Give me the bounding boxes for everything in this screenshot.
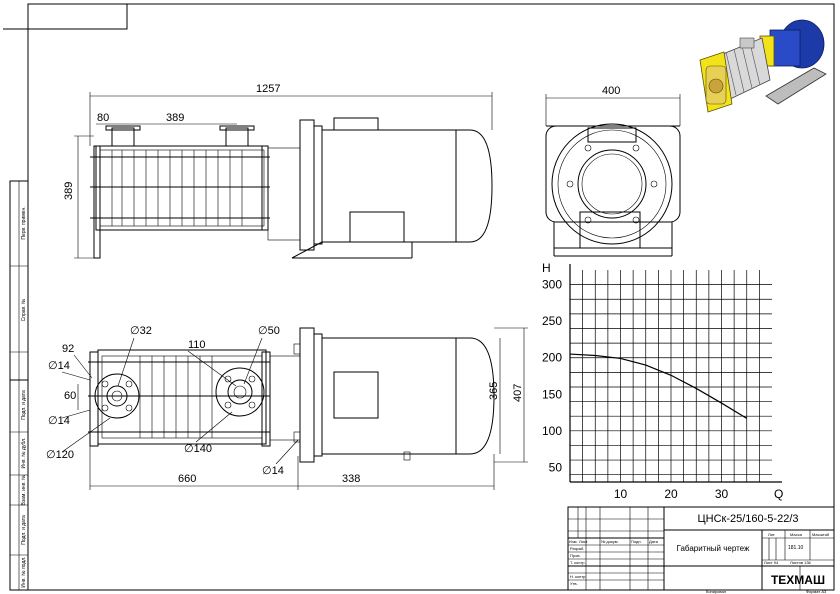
dim-660: 660 xyxy=(178,473,196,485)
dim-1257: 1257 xyxy=(256,83,280,95)
chart-x-tick-label: 10 xyxy=(614,487,628,501)
margin-label-0: Перв. примен. xyxy=(21,206,27,239)
chart-y-tick-label: 200 xyxy=(542,351,562,365)
margin-label-5: Подп. и дата xyxy=(21,515,27,545)
front-view xyxy=(90,117,493,259)
top-left-stamp xyxy=(27,3,128,30)
tb-sheet: Лист 94 xyxy=(764,560,779,565)
tb-col-docnum: № докум. xyxy=(601,539,619,544)
dim-389-top: 389 xyxy=(166,112,184,124)
margin-label-4: Взам. инв. № xyxy=(21,475,27,506)
tb-col-izm: Изм. xyxy=(569,539,578,544)
chart-series-line xyxy=(569,353,748,419)
side-dimensions: 400 xyxy=(545,85,681,126)
plan-view xyxy=(88,327,495,463)
front-dimensions: 1257 80 389 389 xyxy=(63,83,493,259)
dim-389-left: 389 xyxy=(63,182,75,200)
tb-scale-label: Масштаб xyxy=(812,532,830,537)
tb-role-0: Разраб. xyxy=(570,546,584,551)
tb-role-1: Пров. xyxy=(570,553,581,558)
dim-60: 60 xyxy=(64,390,76,402)
dim-d140: ∅140 xyxy=(184,443,212,455)
dim-110: 110 xyxy=(188,339,206,351)
performance-chart: 50 100 150 200 250 300 10 20 30 H Q xyxy=(542,261,783,501)
designation: ЦНСк-25/160-5-22/3 xyxy=(698,513,799,525)
title-block: ЦНСк-25/160-5-22/3 Габаритный чертеж ТЕХ… xyxy=(567,506,835,594)
dim-d14-a: ∅14 xyxy=(48,360,70,372)
tb-role-5: Утв. xyxy=(570,581,578,586)
margin-label-3: Инв. № дубл. xyxy=(21,438,27,469)
chart-x-tick-label: 30 xyxy=(715,487,729,501)
tb-col-date: Дата xyxy=(649,539,659,544)
dim-80: 80 xyxy=(97,112,109,124)
plan-dimensions: 92 ∅14 60 ∅14 ∅120 ∅32 110 ∅50 ∅140 ∅14 … xyxy=(46,325,528,490)
tb-col-sign: Подп. xyxy=(631,539,642,544)
chart-y-tick-label: 100 xyxy=(542,424,562,438)
chart-y-tick-label: 50 xyxy=(549,460,563,474)
dim-d32: ∅32 xyxy=(130,325,152,337)
margin-label-2: Подп. и дата xyxy=(21,390,27,420)
dim-365: 365 xyxy=(488,382,500,400)
tb-sheets: Листов 136 xyxy=(790,560,812,565)
dim-d14-b: ∅14 xyxy=(48,415,70,427)
tb-role-2: Т. контр. xyxy=(570,560,586,565)
chart-y-axis-label: H xyxy=(542,261,551,275)
tb-col-list: Лист xyxy=(579,539,588,544)
left-margin-strip: Перв. примен. Справ. № Подп. и дата Инв.… xyxy=(9,180,29,591)
tb-format: Формат А3 xyxy=(806,589,827,594)
dim-d50: ∅50 xyxy=(258,325,280,337)
chart-y-tick-label: 150 xyxy=(542,387,562,401)
tb-role-4: Н. контр. xyxy=(570,574,587,579)
company-name: ТЕХМАШ xyxy=(771,573,825,587)
chart-y-tick-label: 300 xyxy=(542,278,562,292)
dim-92: 92 xyxy=(62,343,74,355)
chart-x-axis-label: Q xyxy=(774,487,783,501)
tb-lit-label: Лит. xyxy=(768,532,775,537)
document-title: Габаритный чертеж xyxy=(677,544,750,553)
chart-x-tick-label: 20 xyxy=(664,487,678,501)
margin-label-6: Инв. № подл. xyxy=(21,556,27,587)
tb-mass-value: 181.10 xyxy=(788,545,804,551)
dim-407: 407 xyxy=(512,384,524,402)
pump-3d-illustration xyxy=(699,19,827,113)
dim-d14-c: ∅14 xyxy=(262,465,284,477)
chart-y-tick-label: 250 xyxy=(542,314,562,328)
margin-label-1: Справ. № xyxy=(21,299,27,322)
tb-mass-label: Масса xyxy=(790,532,803,537)
side-view xyxy=(545,123,681,257)
tb-copied: Копировал xyxy=(706,589,727,594)
dim-d120: ∅120 xyxy=(46,449,74,461)
dim-400: 400 xyxy=(602,85,620,97)
dim-338: 338 xyxy=(342,473,360,485)
